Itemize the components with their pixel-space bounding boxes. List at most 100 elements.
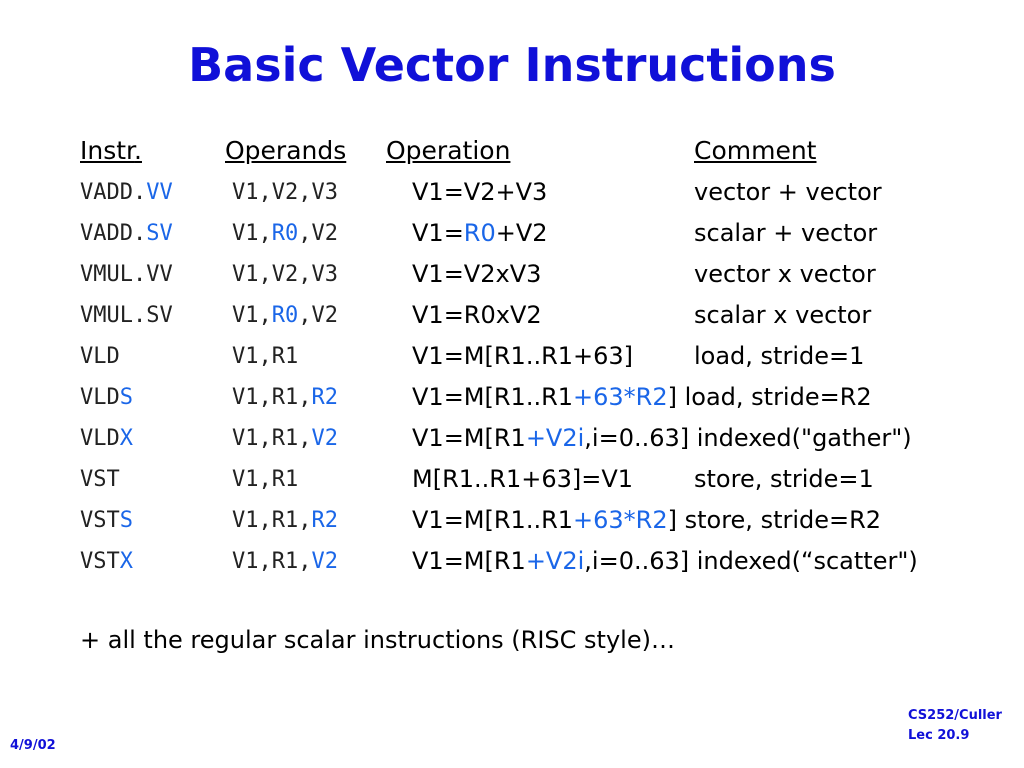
- operands-part: V1,V2,V3: [232, 262, 338, 287]
- operation-part: V1=M[R1: [412, 424, 526, 452]
- footer-date: 4/9/02: [10, 738, 56, 753]
- operation-cell: V1=V2+V3: [412, 178, 547, 206]
- operands-part: V1,R1,: [232, 426, 312, 451]
- operands-highlight: R2: [311, 508, 338, 533]
- comment-cell: store, stride=1: [694, 465, 874, 493]
- operation-tail: ] load, stride=R2: [667, 383, 872, 411]
- operands-cell: V1,R0,V2: [232, 221, 338, 246]
- instr-base: VADD.: [80, 221, 147, 246]
- comment-cell: scalar + vector: [694, 219, 878, 247]
- operands-cell: V1,R1,R2: [232, 508, 338, 533]
- instr-base: VLD: [80, 385, 120, 410]
- operation-tail: ,i=0..63] indexed(“scatter"): [584, 547, 918, 575]
- comment-cell: load, stride=1: [694, 342, 865, 370]
- operands-tail: ,V2: [298, 303, 338, 328]
- header-instr-dot: .: [134, 136, 142, 165]
- operation-cell: M[R1..R1+63]=V1: [412, 465, 633, 493]
- instr-cell: VLDX: [80, 426, 133, 451]
- footer-course-info: CS252/Culler Lec 20.9: [908, 706, 1002, 746]
- header-operands: Operands: [225, 136, 347, 165]
- operands-cell: V1,R1: [232, 467, 298, 492]
- table-row: VSTS V1,R1,R2 V1=M[R1..R1+63*R2] store, st…: [0, 502, 1024, 542]
- operands-highlight: V2: [311, 426, 338, 451]
- operands-highlight: R0: [271, 303, 299, 328]
- table-row: VSTX V1,R1,V2 V1=M[R1+V2i,i=0..63] indexed…: [0, 543, 1024, 583]
- instr-base: VST: [80, 549, 120, 574]
- instr-base: VLD: [80, 426, 120, 451]
- operation-highlight: +63*R2: [573, 506, 668, 534]
- operation-cell: V1=M[R1+V2i,i=0..63] indexed("gather"): [412, 424, 912, 452]
- operation-cell: V1=M[R1..R1+63*R2] store, stride=R2: [412, 506, 881, 534]
- slide-title: Basic Vector Instructions: [188, 38, 836, 92]
- operation-highlight: +V2i: [525, 547, 585, 575]
- instr-cell: VMUL.VV: [80, 262, 173, 287]
- instr-cell: VSTS: [80, 508, 133, 533]
- operands-part: V1,V2,V3: [232, 180, 338, 205]
- operation-cell: V1=R0xV2: [412, 301, 542, 329]
- operation-part: V1=M[R1..R1: [412, 506, 574, 534]
- instr-base: VLD: [80, 344, 120, 369]
- header-instr: Instr.: [80, 136, 142, 165]
- instr-cell: VMUL.SV: [80, 303, 173, 328]
- table-row: VLD V1,R1 V1=M[R1..R1+63] load, stride=1: [0, 338, 1024, 378]
- comment-cell: vector + vector: [694, 178, 882, 206]
- operation-part: V1=M[R1..R1: [412, 383, 574, 411]
- operands-cell: V1,R1,R2: [232, 385, 338, 410]
- instr-base: VMUL.VV: [80, 262, 173, 287]
- operation-part: V1=R0xV2: [412, 301, 542, 329]
- operands-highlight: V2: [311, 549, 338, 574]
- operands-highlight: R0: [271, 221, 299, 246]
- operation-cell: V1=R0+V2: [412, 219, 548, 247]
- operation-cell: V1=M[R1..R1+63*R2] load, stride=R2: [412, 383, 872, 411]
- instr-cell: VSTX: [80, 549, 133, 574]
- instr-cell: VST: [80, 467, 120, 492]
- footnote: + all the regular scalar instructions (R…: [80, 626, 675, 654]
- operation-part: V1=M[R1: [412, 547, 526, 575]
- operands-part: V1,: [232, 303, 272, 328]
- instr-cell: VLDS: [80, 385, 133, 410]
- instr-base: VST: [80, 467, 120, 492]
- instr-cell: VADD.VV: [80, 180, 173, 205]
- table-row: VLDX V1,R1,V2 V1=M[R1+V2i,i=0..63] indexed…: [0, 420, 1024, 460]
- operands-cell: V1,V2,V3: [232, 180, 338, 205]
- operands-cell: V1,R1,V2: [232, 426, 338, 451]
- operation-cell: V1=M[R1..R1+63]: [412, 342, 633, 370]
- operation-part: M[R1..R1+63]=V1: [412, 465, 634, 493]
- operands-part: V1,R1,: [232, 508, 312, 533]
- comment-cell: scalar x vector: [694, 301, 872, 329]
- instr-variant: X: [119, 426, 133, 451]
- operation-highlight: +V2i: [525, 424, 585, 452]
- operands-cell: V1,R1,V2: [232, 549, 338, 574]
- operands-part: V1,R1: [232, 467, 299, 492]
- instr-base: VADD.: [80, 180, 147, 205]
- operation-cell: V1=M[R1+V2i,i=0..63] indexed(“scatter"): [412, 547, 918, 575]
- operands-part: V1,R1,: [232, 385, 312, 410]
- table-row: VLDS V1,R1,R2 V1=M[R1..R1+63*R2] load, str…: [0, 379, 1024, 419]
- operands-cell: V1,R0,V2: [232, 303, 338, 328]
- instr-base: VMUL.SV: [80, 303, 173, 328]
- instr-variant: S: [119, 508, 133, 533]
- operands-part: V1,R1: [232, 344, 299, 369]
- operation-tail: ] store, stride=R2: [667, 506, 882, 534]
- operation-part: V1=M[R1..R1+63]: [412, 342, 634, 370]
- operation-tail: +V2: [495, 219, 548, 247]
- instr-variant: S: [119, 385, 133, 410]
- instr-variant: VV: [146, 180, 173, 205]
- operands-cell: V1,V2,V3: [232, 262, 338, 287]
- table-row: VADD.SV V1,R0,V2 V1=R0+V2 scalar + vector: [0, 215, 1024, 255]
- operands-cell: V1,R1: [232, 344, 298, 369]
- instr-cell: VADD.SV: [80, 221, 173, 246]
- header-comment: Comment: [694, 136, 817, 165]
- table-row: VST V1,R1 M[R1..R1+63]=V1 store, stride=1: [0, 461, 1024, 501]
- operation-tail: ,i=0..63] indexed("gather"): [584, 424, 912, 452]
- operation-part: V1=V2xV3: [412, 260, 542, 288]
- operands-part: V1,: [232, 221, 272, 246]
- operands-part: V1,R1,: [232, 549, 312, 574]
- instr-cell: VLD: [80, 344, 120, 369]
- operation-highlight: +63*R2: [573, 383, 668, 411]
- footer-course: CS252/Culler: [908, 708, 1002, 723]
- instr-variant: SV: [146, 221, 173, 246]
- operation-highlight: R0: [463, 219, 496, 247]
- table-row: VADD.VV V1,V2,V3 V1=V2+V3 vector + vector: [0, 174, 1024, 214]
